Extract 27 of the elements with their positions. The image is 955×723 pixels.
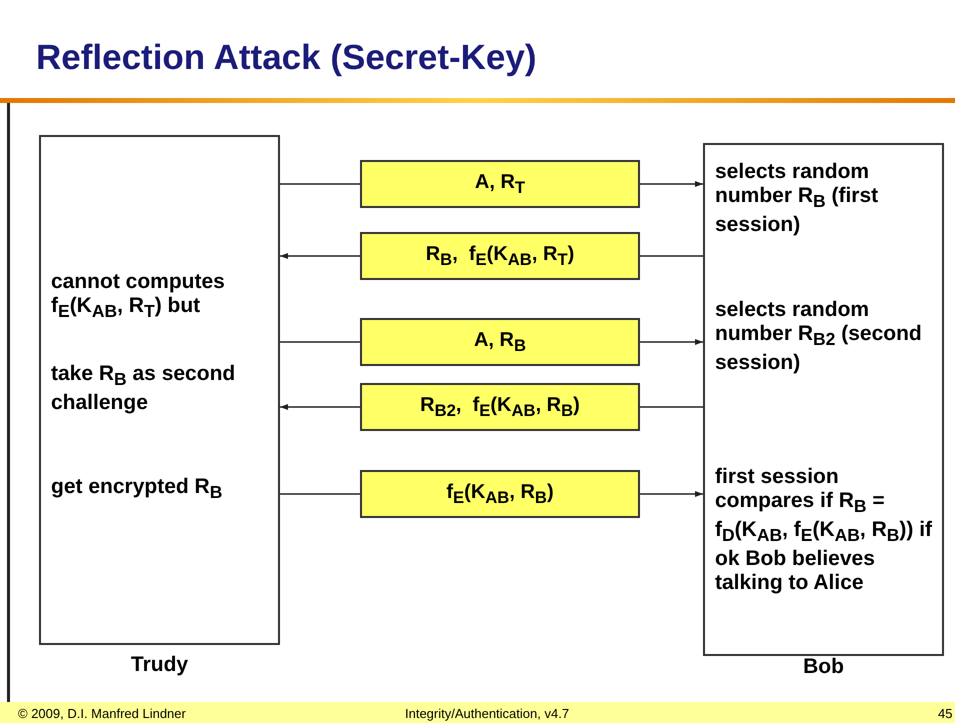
connector-line bbox=[640, 255, 703, 257]
message-box: R$_{B}$, f$_{E}$(K$_{AB}$, R$_{T}$) bbox=[360, 232, 640, 280]
participant-name: Trudy bbox=[130, 653, 190, 677]
connector-line bbox=[640, 406, 703, 408]
participant-note: take R$_{B}$ as second challenge bbox=[51, 362, 236, 416]
arrow bbox=[640, 181, 703, 187]
page-number: 45 bbox=[938, 706, 952, 721]
message-box: A, R$_{B}$ bbox=[360, 318, 640, 366]
participant-note: cannot computes f$_{E}$(K$_{AB}$, R$_{T}$) but bbox=[51, 270, 226, 324]
participant-name: Bob bbox=[802, 655, 845, 679]
message-box: A, R$_{T}$ bbox=[360, 160, 640, 208]
copyright-note: © 2009, D.I. Manfred Lindner bbox=[18, 706, 186, 721]
participant-note: selects random number R$_{B2}$ (second session) bbox=[715, 298, 923, 376]
footer-text: Integrity/Authentication, v4.7 bbox=[405, 706, 570, 721]
connector-line bbox=[280, 341, 360, 343]
participant-note: get encrypted R$_{B}$ bbox=[51, 475, 224, 504]
arrow bbox=[640, 491, 703, 497]
slide-title: Reflection Attack (Secret-Key) bbox=[36, 38, 537, 78]
connector-line bbox=[280, 493, 360, 495]
arrow bbox=[280, 253, 360, 259]
participant-note: first session compares if R$_{B}$ = f$_{D}$(K$_{AB}$, f$_{E}$(K$_{AB}$, R$_{B}$)) if ok Bob believes talking to Alice bbox=[715, 465, 934, 596]
connector-line bbox=[280, 183, 360, 185]
message-box: R$_{B2}$, f$_{E}$(K$_{AB}$, R$_{B}$) bbox=[360, 383, 640, 431]
message-box: f$_{E}$(K$_{AB}$, R$_{B}$) bbox=[360, 470, 640, 518]
participant-note: selects random number R$_{B}$ (first session) bbox=[715, 160, 880, 238]
arrow bbox=[280, 404, 360, 410]
arrow bbox=[640, 339, 703, 345]
